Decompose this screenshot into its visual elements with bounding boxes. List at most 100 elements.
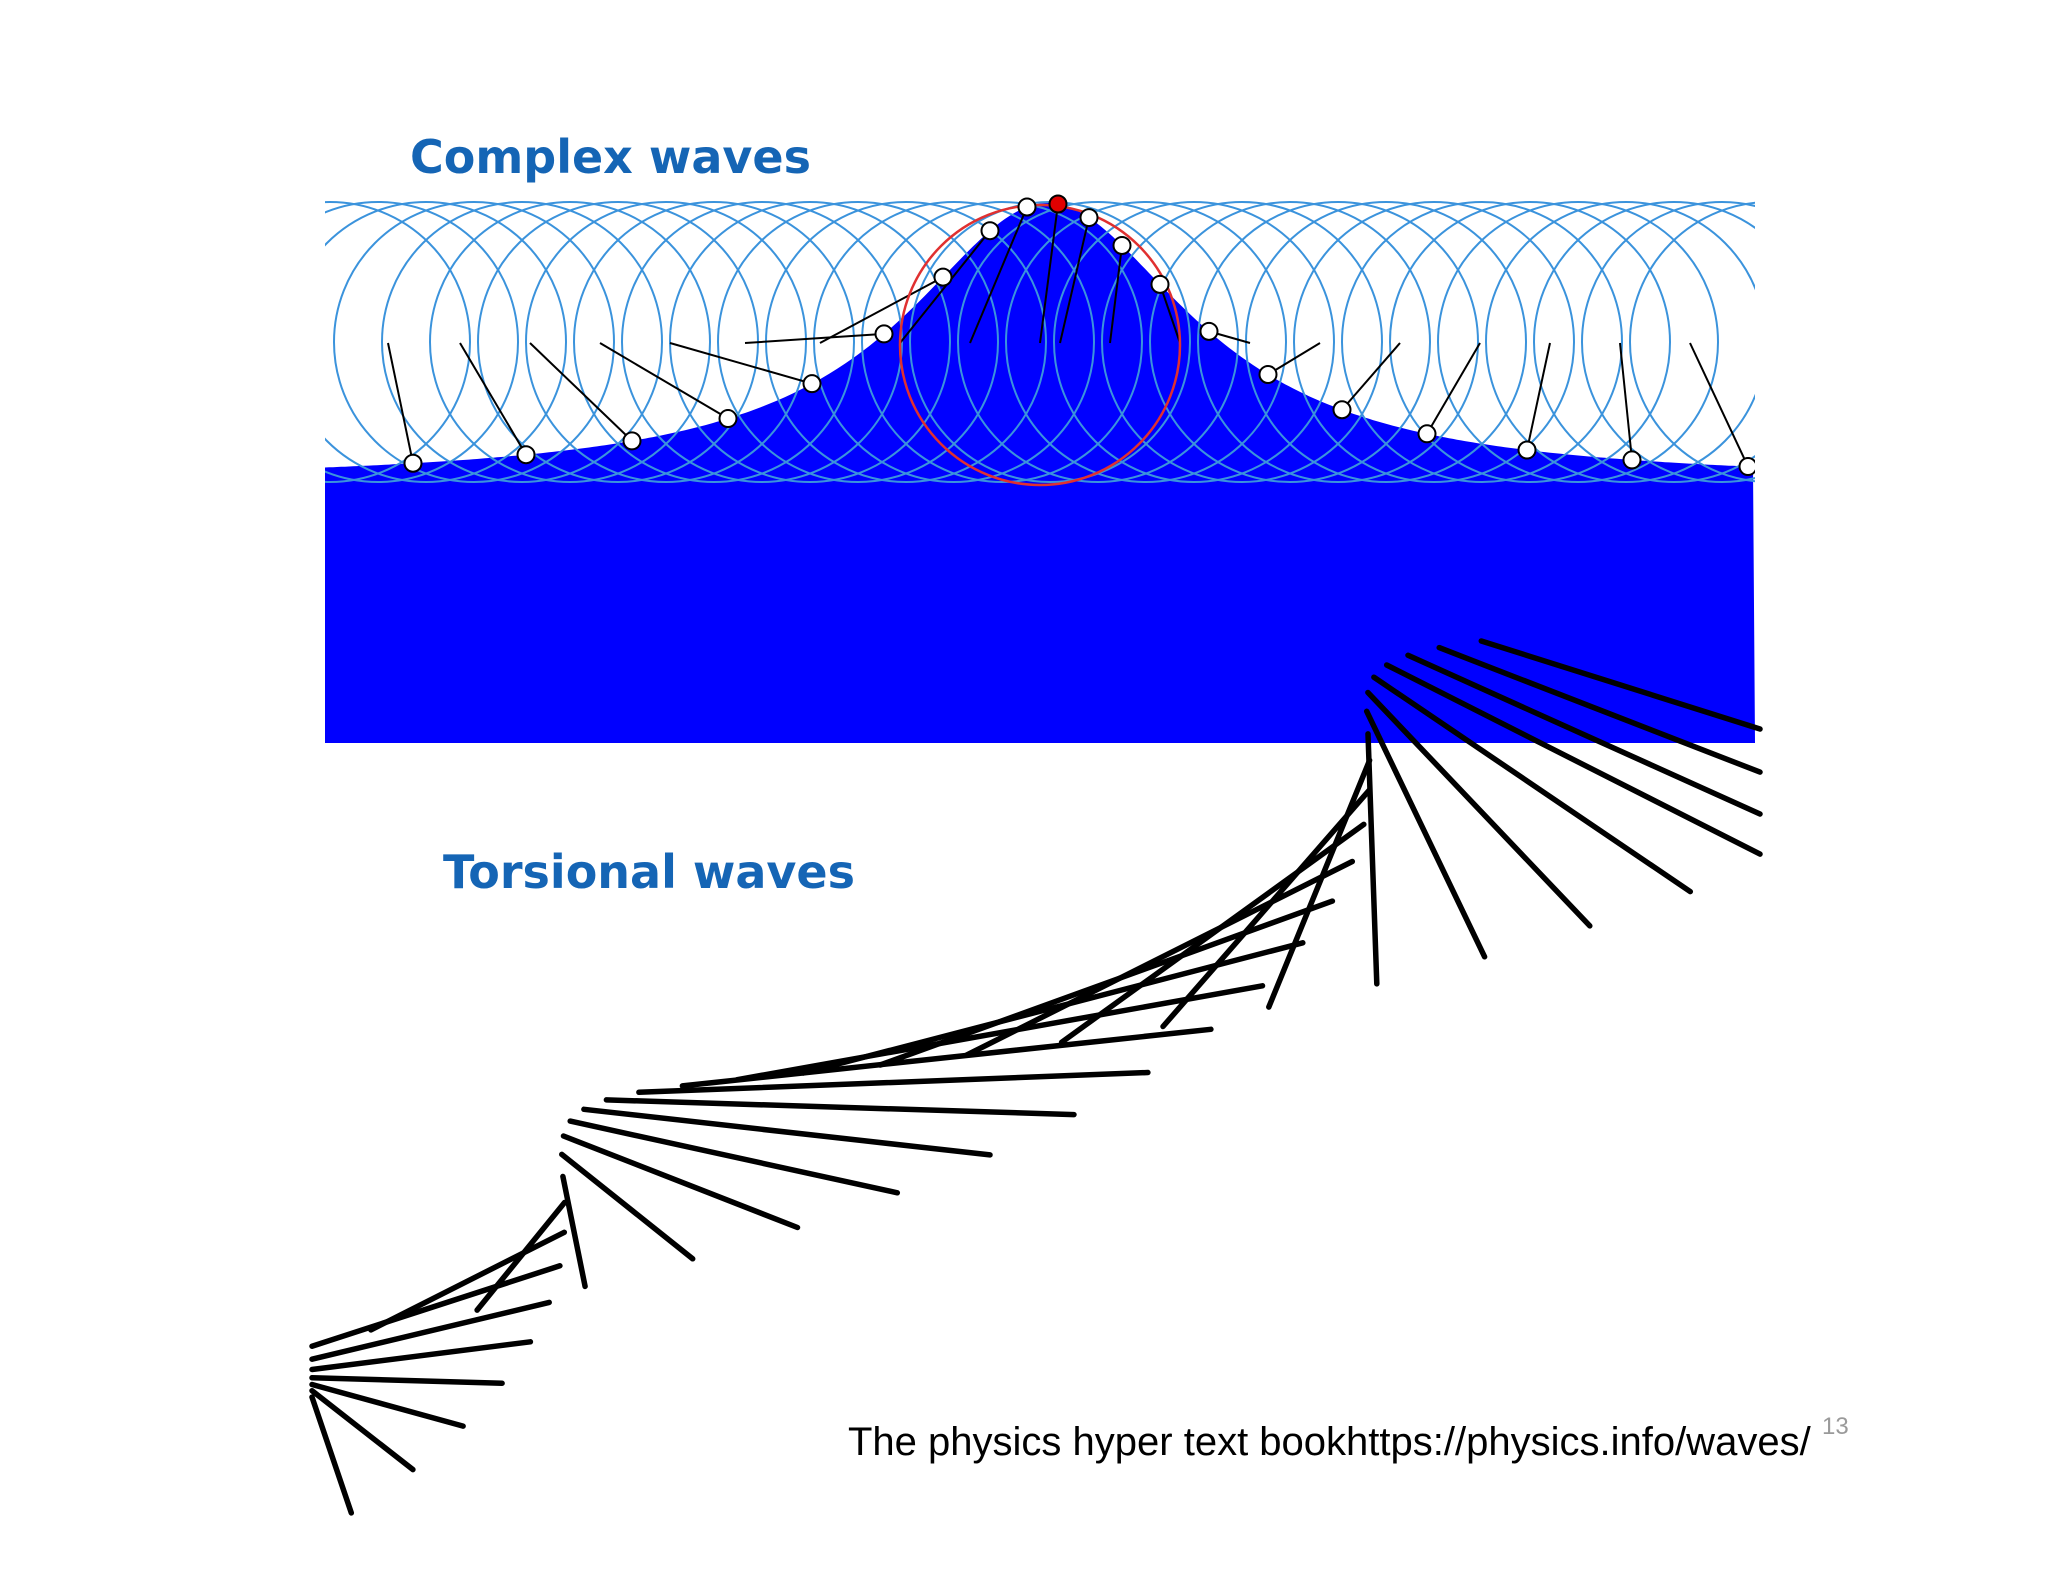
orbit-circle	[333, 201, 615, 483]
torsion-rod	[309, 1387, 416, 1473]
water-particle	[933, 267, 953, 287]
torsion-rod	[964, 858, 1356, 1058]
torsion-rod	[1266, 757, 1373, 1010]
orbit-circle	[381, 201, 663, 483]
orbit-circle	[1389, 201, 1671, 483]
orbit-radius-line	[1109, 245, 1123, 344]
orbit-circle	[813, 201, 1095, 483]
orbit-circle	[1485, 201, 1755, 483]
water-particle	[802, 374, 822, 394]
water-particle	[516, 445, 536, 465]
highlighted-orbit	[898, 203, 1182, 487]
torsion-rod	[1363, 708, 1488, 960]
orbit-radius-line	[744, 332, 885, 344]
torsion-rod	[559, 1151, 696, 1262]
orbit-radius-line	[1059, 217, 1090, 344]
orbit-radius-line	[1039, 203, 1059, 344]
torsion-rod	[560, 1133, 801, 1231]
orbit-circle	[669, 201, 951, 483]
torsion-rod	[309, 1374, 505, 1387]
water-particles	[403, 194, 1755, 477]
orbit-circle	[1053, 201, 1335, 483]
orbit-radius-line	[1159, 284, 1181, 344]
orbit-radius-line	[969, 206, 1028, 344]
water-particle	[1199, 321, 1219, 341]
orbit-radius-line	[1341, 342, 1401, 411]
orbit-circle	[429, 201, 711, 483]
orbit-radius-line	[387, 342, 414, 464]
orbit-radius-line	[1619, 342, 1633, 461]
orbit-radius-line	[899, 230, 991, 344]
slide-number: 13	[1822, 1413, 1849, 1440]
torsional-waves-title: Torsional waves	[443, 845, 855, 899]
torsion-rod	[1160, 787, 1372, 1030]
torsion-rod	[1405, 652, 1763, 817]
torsion-rod	[734, 983, 1266, 1083]
orbit-radius-line	[1267, 342, 1321, 376]
water-particle	[403, 453, 423, 473]
water-particle	[1150, 274, 1170, 294]
orbit-radius-line	[529, 342, 633, 442]
torsion-rod	[1365, 731, 1380, 987]
orbit-circle	[325, 201, 471, 483]
water-particle	[1258, 364, 1278, 384]
torsion-rod	[1383, 662, 1763, 857]
orbit-radius-line	[599, 342, 729, 420]
orbit-circle	[325, 201, 519, 483]
water-particle	[1112, 235, 1132, 255]
source-citation: The physics hyper text bookhttps://physi…	[848, 1420, 1811, 1464]
highlighted-particle	[1048, 194, 1068, 214]
torsion-rod	[309, 1263, 563, 1349]
torsion-rod	[1365, 689, 1593, 929]
orbit-radius-line	[819, 276, 944, 344]
water-particle	[622, 431, 642, 451]
torsion-rod	[636, 1069, 1151, 1096]
water-particle	[1738, 457, 1755, 477]
orbit-circle	[1533, 201, 1755, 483]
orbit-circle	[1581, 201, 1755, 483]
orbit-circle	[861, 201, 1143, 483]
torsion-rod	[1478, 638, 1763, 732]
orbit-circle	[1197, 201, 1479, 483]
water-particle	[1079, 208, 1099, 228]
water-particle	[1332, 400, 1352, 420]
torsion-rod	[567, 1118, 901, 1196]
water-particle	[1622, 450, 1642, 470]
water-particle	[1017, 197, 1037, 217]
orbit-circle	[1629, 201, 1755, 483]
orbit-circle	[717, 201, 999, 483]
water-particle	[1517, 440, 1537, 460]
orbit-circle	[1293, 201, 1575, 483]
complex-wave-panel	[325, 194, 1755, 743]
orbit-radius-line	[1689, 342, 1749, 467]
torsion-rod	[560, 1173, 588, 1290]
torsion-rod	[1371, 674, 1694, 895]
torsion-rod	[877, 898, 1336, 1068]
torsion-rod	[368, 1229, 568, 1333]
water-particle	[980, 221, 1000, 241]
torsion-rod	[1436, 644, 1763, 775]
torsional-wave-panel	[309, 638, 1763, 1516]
torsion-rod	[309, 1299, 552, 1362]
torsion-rod	[581, 1106, 993, 1158]
orbit-circle	[1437, 201, 1719, 483]
orbit-radius-line	[1526, 342, 1551, 451]
orbit-circle	[1149, 201, 1431, 483]
torsion-rod	[679, 1026, 1214, 1089]
water-particle	[874, 324, 894, 344]
water-body	[325, 203, 1755, 743]
orbit-radius-line	[1426, 342, 1481, 435]
orbit-radius-line	[459, 342, 527, 456]
torsion-rod	[309, 1339, 534, 1373]
water-particle	[718, 409, 738, 429]
torsion-rod	[309, 1394, 355, 1516]
water-particle	[1417, 424, 1437, 444]
orbit-circle	[573, 201, 855, 483]
orbit-radius-lines	[387, 203, 1749, 467]
torsion-rod	[309, 1381, 466, 1429]
complex-waves-title: Complex waves	[410, 130, 811, 184]
orbit-circle	[525, 201, 807, 483]
torsion-rod	[603, 1097, 1077, 1118]
orbit-radius-line	[669, 342, 813, 385]
